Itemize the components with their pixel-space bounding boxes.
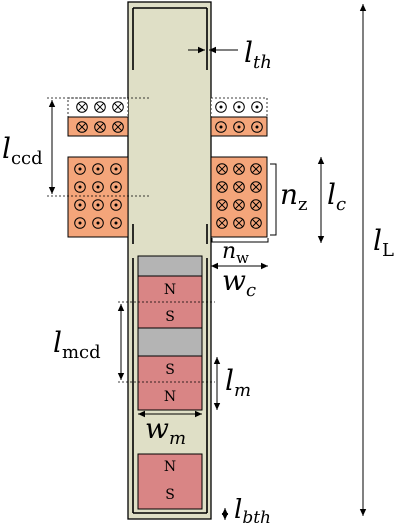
- magnet-3-bottom-pole: S: [165, 487, 175, 503]
- magnet-stack: N S S N N S: [137, 255, 203, 510]
- label-w-c: wc: [222, 264, 256, 301]
- label-n-w: nw: [222, 239, 249, 267]
- label-l-c: lc: [327, 178, 346, 215]
- n-w-bracket: [211, 238, 269, 243]
- coil-right-upper: [210, 97, 268, 137]
- label-l-mcd: lmcd: [53, 326, 101, 363]
- label-l-m: lm: [225, 364, 251, 401]
- reference-lines: [47, 97, 215, 383]
- label-l-bth: lbth: [234, 495, 271, 528]
- label-n-z: nz: [280, 178, 308, 215]
- coil-left-upper: [67, 97, 129, 137]
- coil-right-lower: [210, 156, 268, 238]
- magnet-1-bottom-pole: S: [165, 309, 175, 325]
- spacer-top: [137, 255, 203, 277]
- magnet-2-bottom-pole: N: [164, 389, 176, 405]
- magnet-3: [137, 453, 203, 510]
- magnet-3-top-pole: N: [164, 459, 176, 475]
- magnet-2-top-pole: S: [165, 362, 175, 378]
- tube-inner-walls: [132, 7, 208, 514]
- magnet-2: [137, 355, 203, 411]
- magnet-1-top-pole: N: [164, 282, 176, 298]
- label-l-th: lth: [244, 36, 272, 73]
- n-z-bracket: [270, 163, 277, 236]
- coil-left-lower: [67, 156, 129, 238]
- label-w-m: wm: [145, 412, 186, 449]
- label-l-L: lL: [373, 224, 394, 261]
- spacer-middle: [137, 327, 203, 357]
- dimension-arrows: [48, 3, 367, 520]
- label-l-ccd: lccd: [2, 132, 43, 169]
